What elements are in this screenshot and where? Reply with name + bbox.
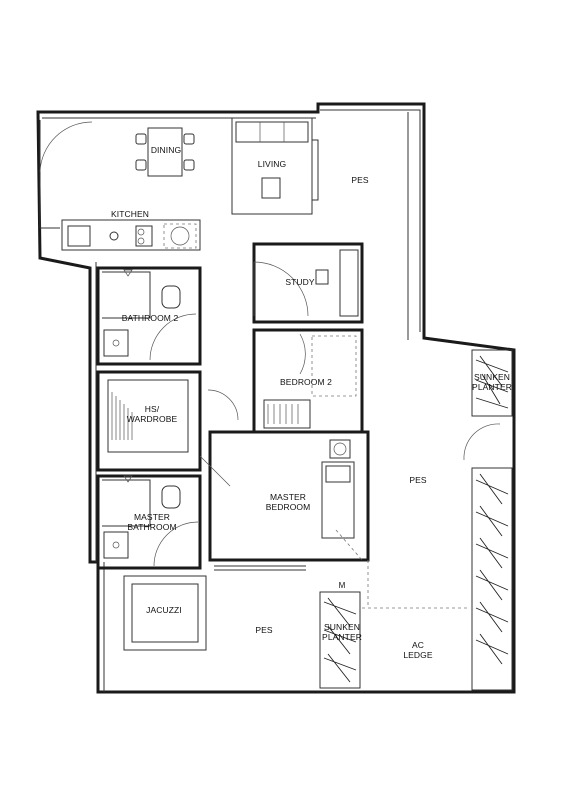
hs-wardrobe-label: HS/ WARDROBE bbox=[126, 404, 178, 424]
sliding-door bbox=[214, 565, 306, 571]
sunken-planter-right-label: SUNKEN PLANTER bbox=[472, 372, 512, 392]
bathroom-2 bbox=[96, 266, 202, 366]
study-room bbox=[252, 242, 364, 324]
master-bathroom-label: MASTER BATHROOM bbox=[127, 512, 177, 532]
living-label: LIVING bbox=[257, 159, 287, 169]
ac-ledge-label: AC LEDGE bbox=[403, 640, 433, 660]
study-label: STUDY bbox=[285, 277, 315, 287]
ac-ledge-boundary bbox=[362, 560, 470, 609]
master-bathroom bbox=[96, 474, 202, 570]
jacuzzi bbox=[123, 575, 207, 651]
master-bedroom-label: MASTER BEDROOM bbox=[265, 492, 311, 512]
pes-door bbox=[463, 423, 501, 461]
entrance-door bbox=[39, 120, 93, 229]
kitchen-label: KITCHEN bbox=[110, 209, 150, 219]
jacuzzi-label: JACUZZI bbox=[146, 605, 182, 615]
dining-table bbox=[135, 127, 195, 177]
sunken-planter-bottom-label: SUNKEN PLANTER bbox=[322, 622, 362, 642]
bedroom2-label: BEDROOM 2 bbox=[280, 377, 332, 387]
pes-bottom-label: PES bbox=[255, 625, 273, 635]
master-bedroom bbox=[199, 430, 370, 562]
pes-right-label: PES bbox=[409, 475, 427, 485]
sunken-planter-bottom bbox=[319, 591, 361, 689]
mailbox-mark: M bbox=[338, 581, 346, 590]
sunken-planter-long bbox=[471, 467, 513, 691]
sunken-planter-right bbox=[471, 349, 513, 417]
dining-label: DINING bbox=[150, 145, 182, 155]
hs-wardrobe bbox=[96, 370, 239, 472]
outer-walls bbox=[36, 102, 516, 694]
kitchen bbox=[61, 219, 201, 251]
pes-top-label: PES bbox=[351, 175, 369, 185]
bathroom2-label: BATHROOM 2 bbox=[121, 313, 179, 323]
living-area bbox=[231, 117, 319, 215]
